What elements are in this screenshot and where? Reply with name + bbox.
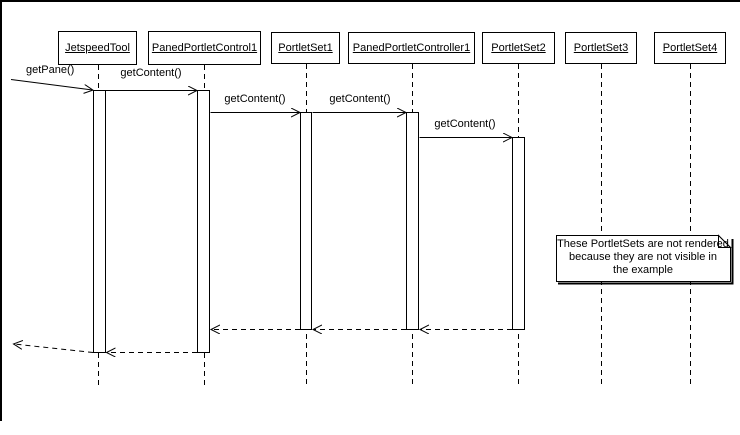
- frame-left-border: [0, 0, 2, 421]
- message-arrows: [10, 79, 512, 138]
- note-shape: [556, 234, 734, 285]
- activation-bars: [93, 90, 525, 353]
- note-body: [556, 235, 731, 282]
- participant-box-panedportletcontroller1: PanedPortletController1: [348, 32, 475, 64]
- note: These PortletSets are not rendered becau…: [557, 238, 729, 277]
- canvas-frame: [0, 0, 740, 421]
- activation-portletset2: [512, 137, 525, 330]
- message-label-getpane: getPane(): [26, 64, 75, 76]
- message-label-getcontent-2: getContent(): [224, 93, 286, 105]
- participant-box-panedportletcontrol1: PanedPortletControl1: [148, 31, 261, 65]
- message-label-getcontent-3: getContent(): [329, 93, 391, 105]
- note-shadow: [558, 239, 734, 285]
- participant-box-portletset1: PortletSet1: [271, 32, 340, 64]
- return-arrow-jetspeedtool: [14, 344, 94, 353]
- participant-box-jetspeedtool: JetspeedTool: [58, 31, 137, 65]
- return-arrows: [14, 330, 512, 353]
- note-fold-corner: [718, 234, 732, 248]
- participant-box-portletset4: PortletSet4: [654, 32, 726, 64]
- activation-panedportletcontrol1: [197, 90, 210, 353]
- activation-jetspeedtool: [93, 90, 106, 353]
- activation-panedportletcontroller1: [406, 112, 419, 330]
- activation-portletset1: [300, 112, 312, 330]
- note-line-1: These PortletSets are not rendered: [557, 238, 729, 250]
- message-arrow-getpane: [10, 79, 93, 91]
- message-label-getcontent-1: getContent(): [120, 67, 182, 79]
- participant-box-portletset3: PortletSet3: [565, 32, 637, 64]
- frame-top-border: [0, 0, 740, 2]
- note-line-2: because they are not visible in: [569, 251, 717, 263]
- participant-box-portletset2: PortletSet2: [482, 32, 555, 64]
- note-line-3: the example: [613, 264, 673, 276]
- message-label-getcontent-4: getContent(): [434, 118, 496, 130]
